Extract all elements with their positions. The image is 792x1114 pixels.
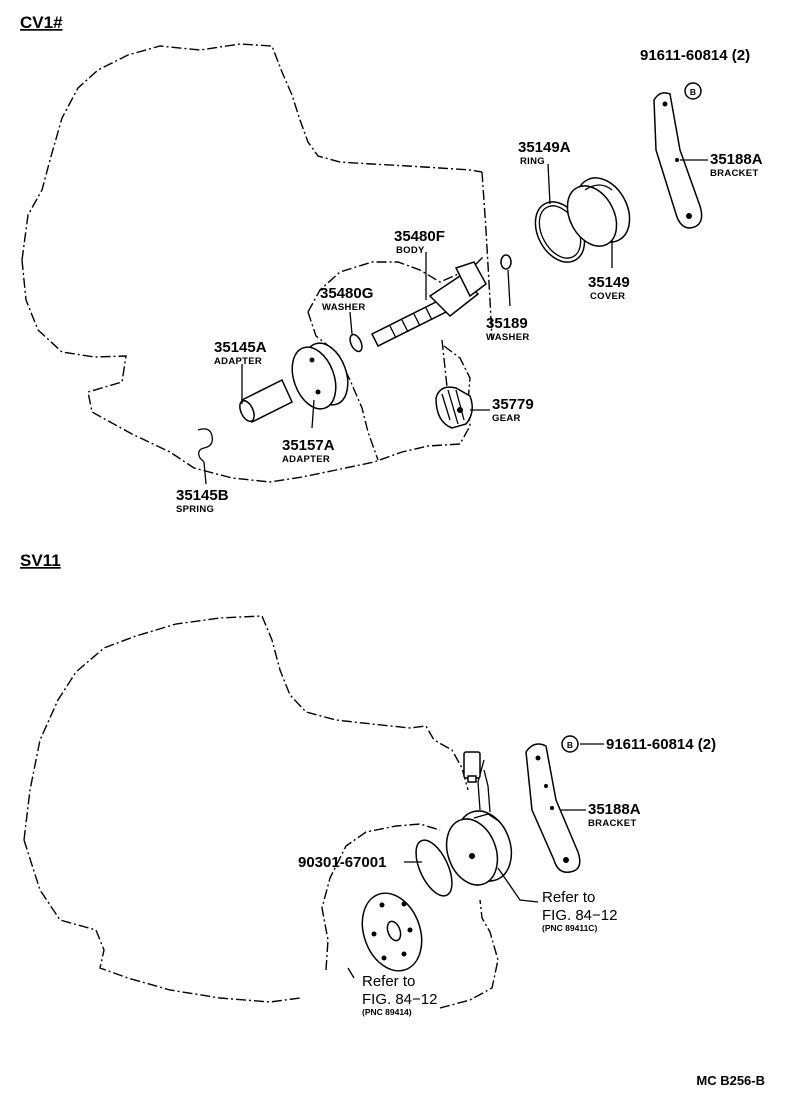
adapter-35145a — [239, 378, 293, 424]
section-title-cv1: CV1# — [20, 13, 63, 32]
name-washer-35189: WASHER — [486, 332, 530, 343]
ref-pnc-89414: (PNC 89414) — [362, 1007, 412, 1017]
name-ring: RING — [520, 156, 545, 167]
callout-35779: 35779 — [492, 396, 534, 413]
bolt-marker-letter: B — [690, 87, 696, 97]
ref-line2-89411c: FIG. 84−12 — [542, 907, 617, 924]
transmission-housing-outline-sv11 — [23, 615, 499, 1009]
callout-35480g: 35480G — [320, 285, 373, 302]
name-adapter-35157a: ADAPTER — [282, 454, 330, 465]
name-bracket-cv1: BRACKET — [710, 168, 759, 179]
name-cover: COVER — [590, 291, 625, 302]
footer-code: MC B256-B — [696, 1073, 765, 1088]
ref-line2-89414: FIG. 84−12 — [362, 991, 437, 1008]
name-spring: SPRING — [176, 504, 214, 515]
callout-90301-67001: 90301-67001 — [298, 854, 386, 871]
name-body: BODY — [396, 245, 425, 256]
bolt-marker-sv11 — [561, 735, 579, 753]
name-bracket-sv11: BRACKET — [588, 818, 637, 829]
transmission-housing-outline — [21, 43, 493, 483]
name-gear: GEAR — [492, 413, 521, 424]
section-title-sv11: SV11 — [20, 551, 61, 570]
adapter-35157a — [291, 342, 349, 410]
callout-35149: 35149 — [588, 274, 630, 291]
ref-line1-89414: Refer to — [362, 973, 415, 990]
callout-35157a: 35157A — [282, 437, 335, 454]
o-ring-90301-67001 — [415, 839, 453, 897]
driven-gear-disc — [361, 892, 423, 972]
callout-35188a-sv11: 35188A — [588, 801, 641, 818]
callout-35149a: 35149A — [518, 139, 571, 156]
ref-pnc-89411c: (PNC 89411C) — [542, 923, 597, 933]
washer-35480g — [349, 333, 363, 353]
washer-35189 — [500, 254, 512, 270]
name-washer-35480g: WASHER — [322, 302, 366, 313]
ref-line1-89411c: Refer to — [542, 889, 595, 906]
name-adapter-35145a: ADAPTER — [214, 356, 262, 367]
bolt-marker — [684, 82, 702, 100]
callout-91611-60814-cv1: 91611-60814 (2) — [640, 47, 750, 64]
spring-35145b — [197, 428, 213, 463]
callout-35188a-cv1: 35188A — [710, 151, 763, 168]
speed-sensor-assembly — [445, 751, 513, 886]
body-35480f — [370, 261, 487, 348]
gear-axis-line — [441, 339, 449, 397]
callout-35145a: 35145A — [214, 339, 267, 356]
callout-35480f: 35480F — [394, 228, 445, 245]
gear-35779 — [435, 386, 473, 429]
callout-35189: 35189 — [486, 315, 528, 332]
bolt-marker-letter-sv11: B — [567, 740, 573, 750]
callout-91611-60814-sv11: 91611-60814 (2) — [606, 736, 716, 753]
callout-35145b: 35145B — [176, 487, 229, 504]
